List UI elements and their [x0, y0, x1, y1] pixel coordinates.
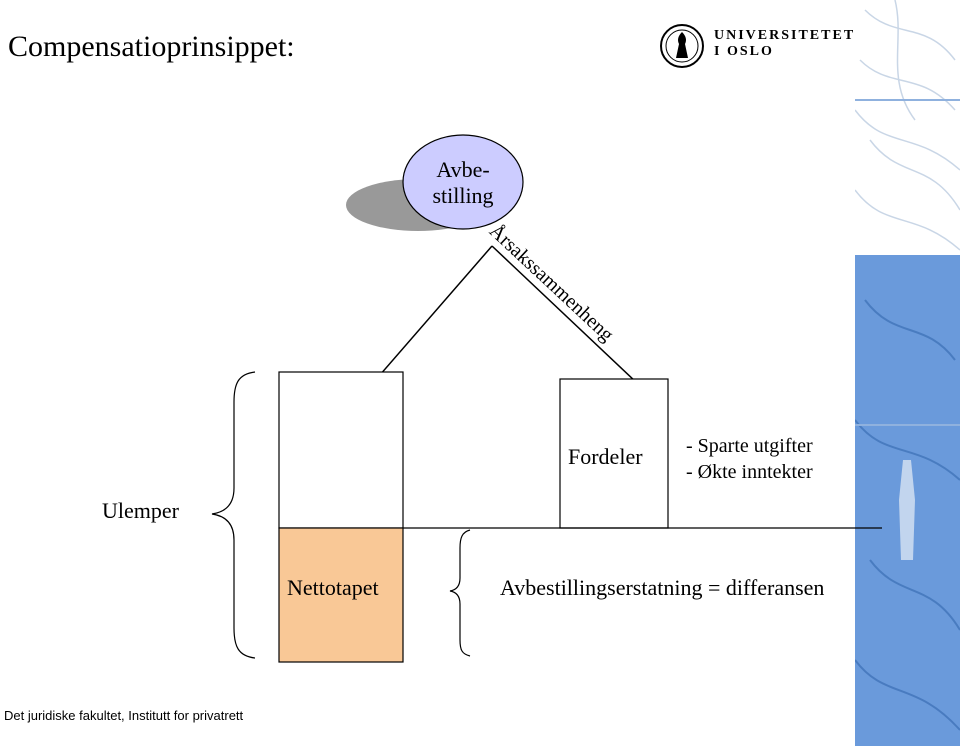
- arrow-to-losses: [365, 245, 493, 393]
- net-loss-label: Nettotapet: [287, 575, 379, 600]
- losses-label: Ulemper: [102, 498, 179, 523]
- cause-line1: Avbe-: [436, 157, 490, 182]
- decorative-side-panel: [855, 0, 960, 746]
- university-seal-icon: [660, 24, 704, 68]
- arrow-to-benefits: [491, 245, 657, 402]
- net-loss-box: [278, 527, 404, 663]
- logo-line1: UNIVERSITETET: [714, 28, 856, 43]
- benefits-box: [559, 378, 669, 529]
- cause-ellipse-label: Avbe- stilling: [403, 157, 523, 209]
- university-logo: UNIVERSITETET I OSLO: [658, 22, 853, 68]
- logo-line2: I OSLO: [714, 44, 774, 59]
- losses-box: [278, 371, 404, 529]
- result-label: Avbestillingserstatning = differansen: [500, 575, 825, 600]
- slide-title: Compensatioprinsippet:: [8, 30, 295, 63]
- logo-text: UNIVERSITETET I OSLO: [714, 28, 855, 60]
- cause-line2: stilling: [432, 183, 494, 208]
- benefits-list: - Sparte utgifter - Økte inntekter: [686, 433, 813, 485]
- losses-brace: [211, 371, 256, 659]
- benefit-item: - Økte inntekter: [686, 461, 813, 483]
- benefit-item: - Sparte utgifter: [686, 435, 813, 457]
- benefits-box-label: Fordeler: [568, 444, 643, 469]
- footer: Det juridiske fakultet, Institutt for pr…: [4, 708, 244, 723]
- cause-ellipse: [402, 134, 524, 230]
- difference-brace: [449, 529, 471, 657]
